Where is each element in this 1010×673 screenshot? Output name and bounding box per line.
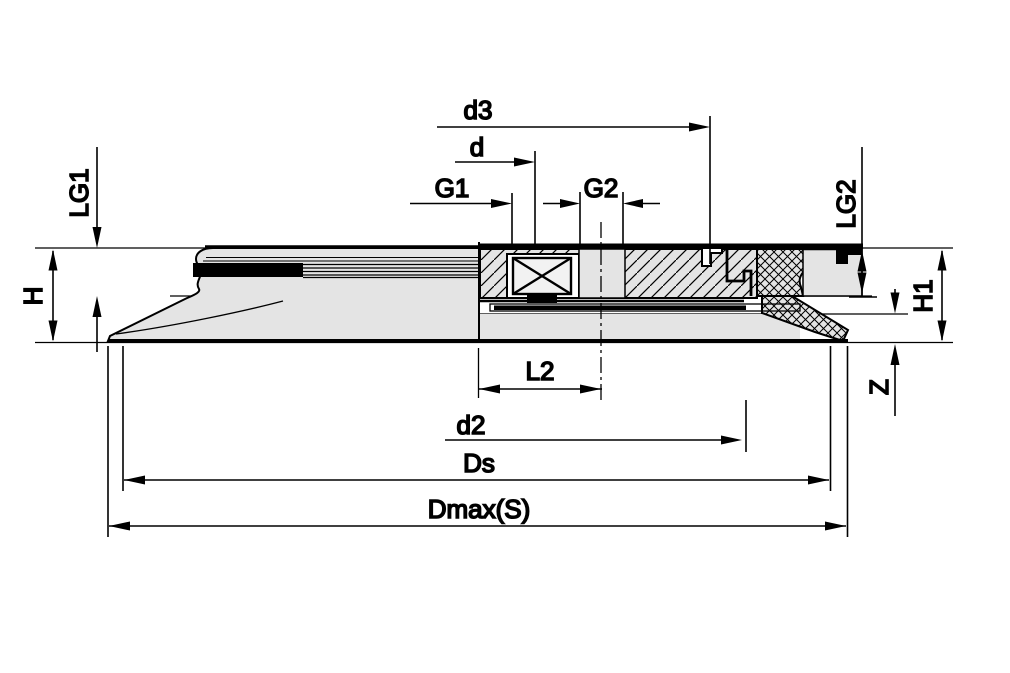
insert-clamp-foot (527, 294, 557, 303)
elastomer-rim-hatch (757, 249, 812, 296)
rim-side-view (802, 248, 863, 297)
rim-edge-detail (836, 249, 862, 264)
dim-lg2: LG2 (830, 147, 877, 298)
dim-label-dmax: Dmax(S) (428, 494, 531, 524)
dim-d3: d3 (437, 94, 711, 264)
dim-label-d2: d2 (457, 410, 486, 440)
g2-bore-channel (578, 248, 626, 299)
dim-z-arrow-up (890, 344, 900, 365)
dim-label-h1: H1 (908, 279, 938, 312)
dim-d2: d2 (445, 400, 747, 452)
dimension-annotations: d3 d G1 G2 (17, 94, 947, 537)
plate-step-detail (725, 250, 753, 296)
dim-l2-arrow-left (479, 384, 500, 394)
lower-disc-section (480, 314, 800, 342)
dim-lg2-arrow-down (857, 272, 867, 294)
seal-plate-outline (489, 303, 801, 312)
dim-lg1-arrow-down (92, 227, 102, 248)
dim-g1: G1 (410, 172, 513, 244)
dim-h: H (17, 249, 58, 342)
insert-cross-diagonals (512, 256, 572, 296)
dim-d: d (455, 131, 536, 246)
seal-band (193, 263, 303, 277)
dim-label-z: Z (864, 379, 894, 395)
dim-g2-arrow-right-side (623, 199, 643, 208)
dim-d3-arrow-right (689, 122, 710, 132)
dim-l2-arrow-right (580, 384, 601, 394)
seal-plate-fill (494, 305, 746, 310)
dim-g2: G2 (543, 172, 660, 244)
dim-label-g2: G2 (584, 173, 619, 203)
dim-g1-arrow-right (491, 199, 512, 208)
dim-label-lg2: LG2 (831, 179, 861, 228)
dim-lg1-arrow-up (92, 296, 102, 317)
dim-dmax-arrow-right (825, 521, 846, 531)
dim-g2-arrow-left-side (560, 199, 580, 208)
dim-z-arrow-down (890, 292, 900, 314)
dim-label-h: H (18, 287, 48, 306)
sealing-lip-hatch (762, 296, 848, 341)
dim-label-d: d (470, 132, 484, 162)
dim-d-arrow-right (514, 157, 535, 167)
dim-label-g1: G1 (435, 173, 470, 203)
dim-dmax: Dmax(S) (107, 346, 849, 537)
dim-label-lg1: LG1 (64, 168, 94, 217)
dim-h-arrow-down (48, 320, 58, 342)
dim-h1: H1 (907, 249, 947, 342)
dim-lg1: LG1 (63, 147, 102, 352)
dim-ds: Ds (122, 346, 832, 491)
dim-ds-arrow-left (124, 475, 145, 485)
dim-label-d3: d3 (464, 95, 493, 125)
dim-h-arrow-up (48, 249, 58, 271)
dim-lg2-arrow-up (857, 250, 867, 272)
dim-d2-arrow-right (721, 435, 742, 445)
dim-l2: L2 (478, 355, 602, 394)
dim-label-ds: Ds (463, 448, 495, 478)
dim-z: Z (863, 289, 900, 416)
dim-dmax-arrow-left (109, 521, 130, 531)
dim-label-l2: L2 (526, 356, 555, 386)
dim-ds-arrow-right (808, 475, 829, 485)
bayonet-slot (701, 249, 723, 267)
dim-h1-arrow-down (937, 320, 947, 342)
cup-lip-inner-edge (115, 300, 284, 335)
part-geometry (35, 222, 953, 400)
dim-h1-arrow-up (937, 249, 947, 271)
top-edge-section-thick (479, 243, 863, 249)
